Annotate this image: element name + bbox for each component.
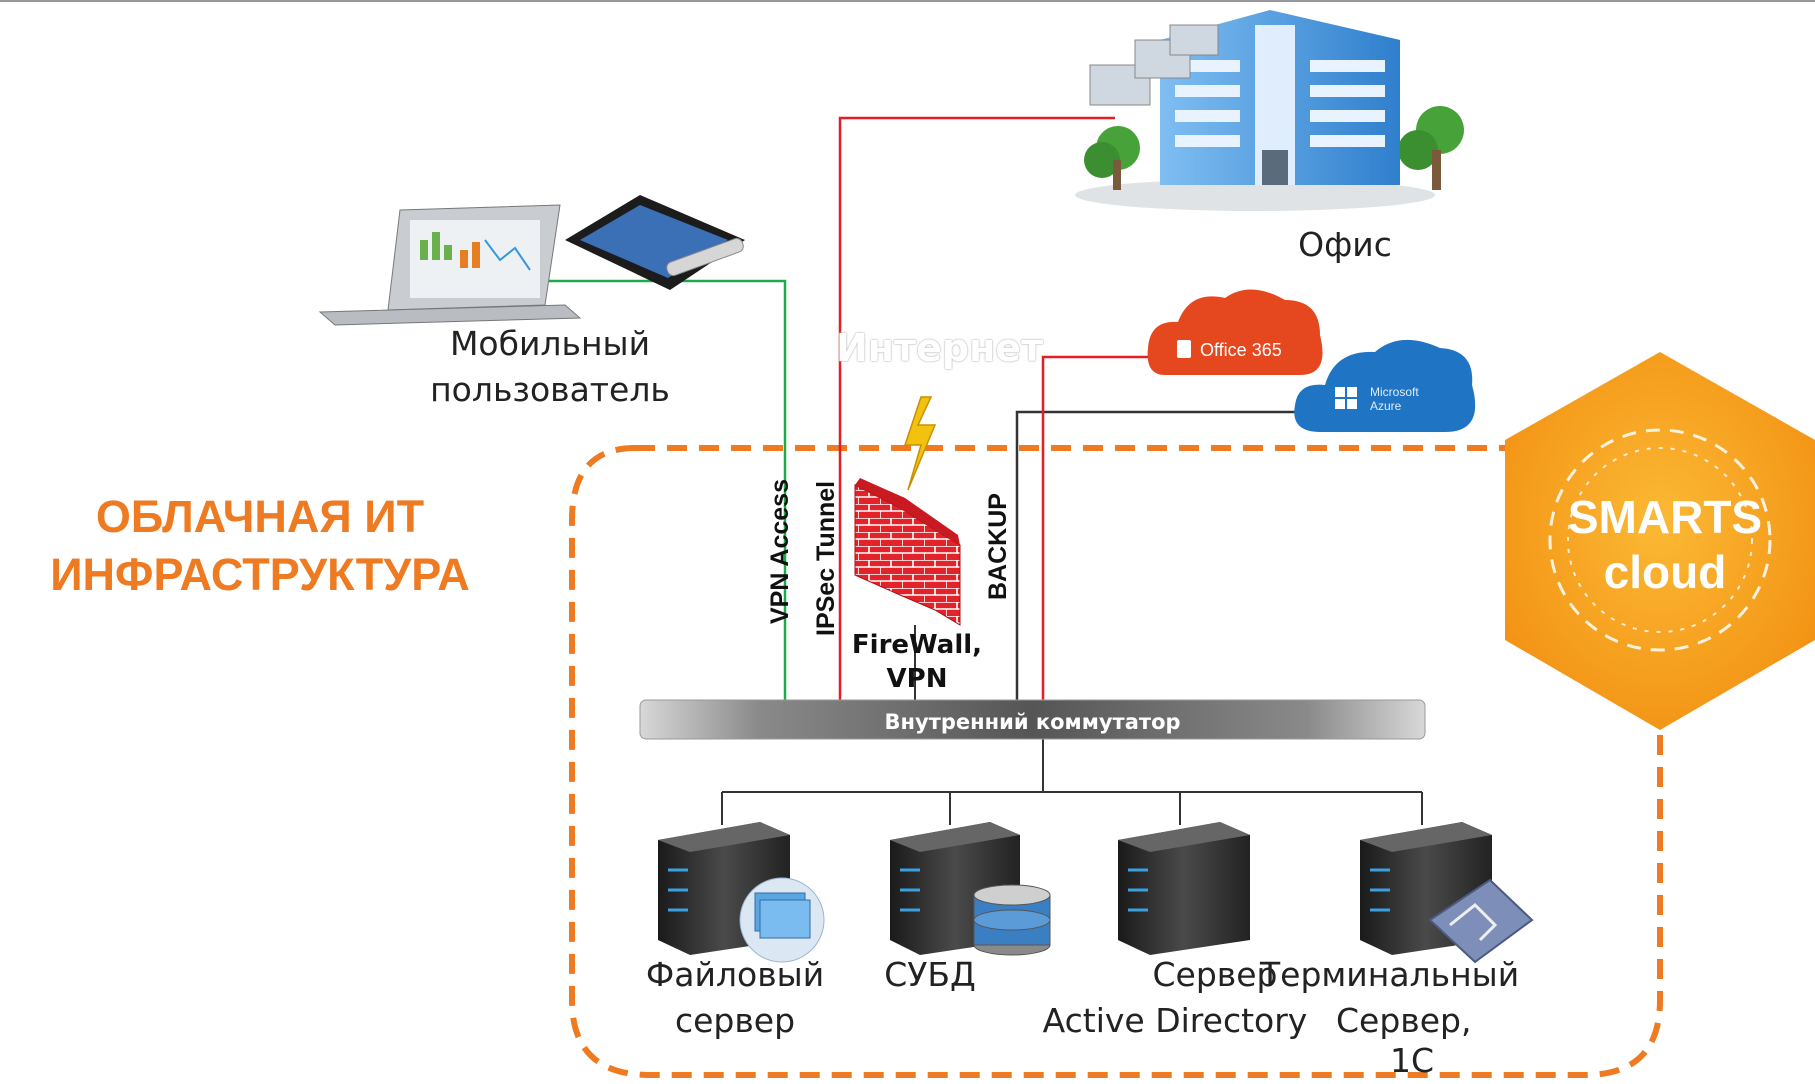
brand-label: SMARTS cloud: [1545, 490, 1785, 600]
backup-link: [1015, 410, 1320, 700]
laptop-icon: [318, 204, 582, 326]
title-line-2: ИНФРАСТРУКТУРА: [50, 549, 470, 600]
file-server-label: Файловый сервер: [620, 952, 850, 1044]
office-label: Офис: [1298, 225, 1392, 264]
terminal-server-icon: [1360, 822, 1534, 964]
smarts-cloud-logo: [1505, 352, 1815, 730]
brand-line-2: cloud: [1603, 546, 1727, 598]
mobile-user-line-2: пользователь: [430, 370, 670, 409]
mobile-user-label: Мобильный пользователь: [400, 321, 700, 413]
file-server-line-1: Файловый: [645, 955, 825, 994]
azure-label-2: Azure: [1370, 399, 1402, 413]
azure-cloud-icon: Microsoft Azure: [1294, 339, 1476, 432]
office365-link: [1041, 355, 1155, 700]
terminal-line-1: Терминальный: [1260, 955, 1520, 994]
terminal-line-3: 1С: [1390, 1041, 1435, 1080]
tablet-icon: [565, 195, 745, 290]
ad-line-1: Сервер: [1152, 955, 1278, 994]
terminal-line-2: Сервер,: [1336, 1001, 1472, 1040]
active-directory-server-icon: [1118, 822, 1250, 955]
office-building-icon: [1075, 10, 1464, 211]
switch-label: Внутренний коммутатор: [884, 710, 1181, 734]
dbms-server-icon: [890, 822, 1051, 956]
vpn-access-link: [540, 279, 787, 700]
firewall-line-1: FireWall,: [851, 630, 983, 660]
vpn-access-label: VPN Access: [766, 479, 794, 624]
backup-label: BACKUP: [984, 493, 1012, 600]
ipsec-tunnel-link: [838, 116, 1115, 700]
title-line-1: ОБЛАЧНАЯ ИТ: [95, 491, 425, 542]
ipsec-tunnel-label: IPSec Tunnel: [812, 480, 840, 636]
mobile-user-line-1: Мобильный: [449, 324, 651, 363]
file-server-icon: [658, 822, 825, 963]
internet-label: Интернет: [836, 326, 1044, 370]
terminal-server-label: Терминальный Сервер, 1С: [1260, 952, 1560, 1084]
ad-line-2: Active Directory: [1042, 1001, 1308, 1040]
file-server-line-2: сервер: [674, 1001, 796, 1040]
office365-label: Office 365: [1200, 340, 1282, 360]
azure-label-1: Microsoft: [1370, 385, 1419, 399]
active-directory-label: Сервер Active Directory: [1020, 952, 1330, 1044]
dbms-label: СУБД: [884, 955, 976, 994]
office365-cloud-icon: Office 365: [1147, 289, 1323, 375]
page-title: ОБЛАЧНАЯ ИТ ИНФРАСТРУКТУРА: [0, 488, 520, 604]
brand-line-1: SMARTS: [1567, 491, 1763, 543]
firewall-icon: [854, 396, 961, 626]
internal-switch: [639, 699, 1426, 740]
firewall-line-2: VPN: [886, 664, 948, 694]
server-tree: [721, 739, 1423, 825]
firewall-label: FireWall, VPN: [842, 628, 992, 696]
